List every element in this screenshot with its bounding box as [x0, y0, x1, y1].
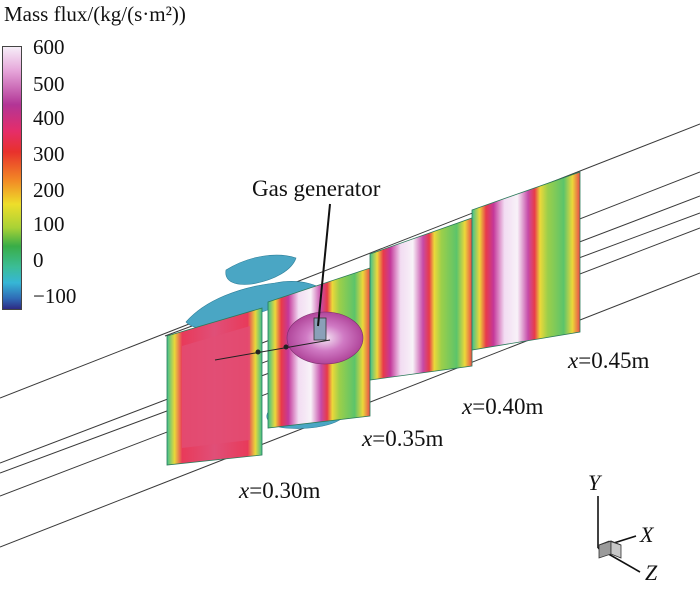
legend-tick-100: 100: [33, 212, 65, 236]
legend-tick-400: 400: [33, 106, 65, 130]
axis-label-z: Z: [645, 560, 658, 585]
legend-tick-minus-100: −100: [33, 284, 77, 308]
legend-title: Mass flux/(kg/(s·m²)): [4, 2, 186, 26]
slice-panel-040: [369, 217, 473, 381]
slice-label-045: x=0.45m: [568, 348, 650, 373]
gas-generator-label: Gas generator: [252, 176, 381, 201]
legend-tick-300: 300: [33, 142, 65, 166]
axis-cube: [598, 540, 622, 559]
axis-label-x: X: [640, 522, 654, 547]
slice-label-030: x=0.30m: [239, 478, 321, 503]
legend-tick-600: 600: [33, 35, 65, 59]
legend-tick-500: 500: [33, 72, 65, 96]
slice-panel-045: [471, 171, 581, 351]
legend-colorbar: [2, 46, 22, 310]
slice-label-035: x=0.35m: [362, 426, 444, 451]
axis-label-y: Y: [588, 470, 601, 495]
axis-triad: [597, 496, 641, 573]
gas-generator-leader: [317, 203, 331, 327]
slice-panel-030: [166, 307, 263, 466]
legend-tick-0: 0: [33, 248, 44, 272]
gas-generator-core: [214, 311, 364, 365]
legend-tick-200: 200: [33, 178, 65, 202]
slice-label-040: x=0.40m: [462, 394, 544, 419]
